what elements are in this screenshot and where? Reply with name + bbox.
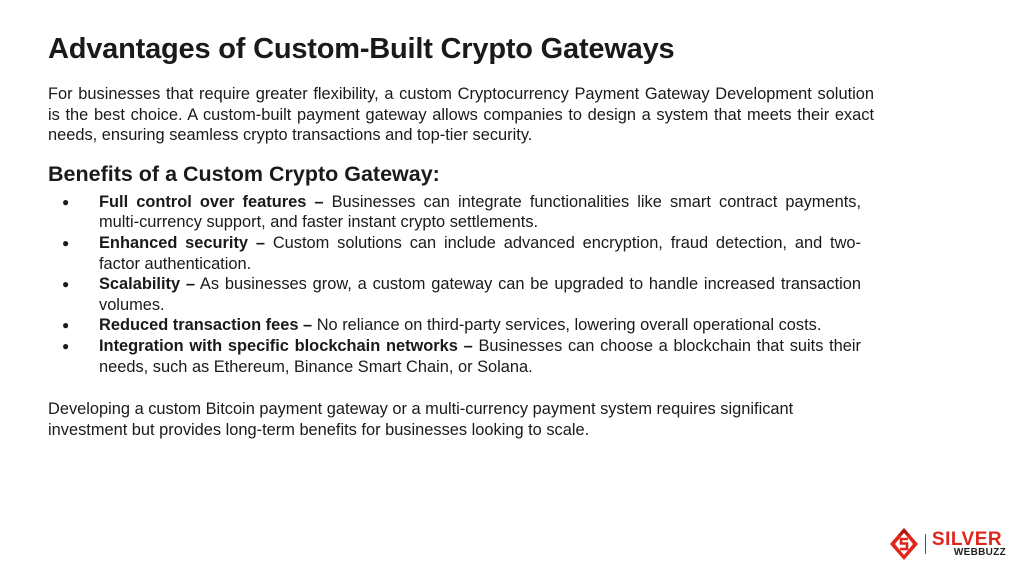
benefit-text: Businesses can choose a blockchain that …	[99, 336, 861, 376]
logo-divider	[924, 534, 926, 554]
benefits-list: ● Full control over features – Businesse…	[48, 192, 861, 377]
list-item: ● Full control over features – Businesse…	[48, 192, 861, 233]
benefit-label: Reduced transaction fees –	[99, 316, 313, 335]
bullet-icon: ●	[62, 235, 70, 250]
bullet-icon: ●	[62, 318, 70, 333]
logo-word-silver: SILVER	[931, 529, 1003, 550]
benefit-text: Custom solutions can include advanced en…	[99, 233, 861, 273]
bullet-icon: ●	[62, 338, 70, 353]
logo-word-webbuzz: WEBBUZZ	[953, 547, 1006, 558]
benefit-label: Scalability –	[99, 275, 196, 294]
intro-paragraph: For businesses that require greater flex…	[48, 85, 874, 145]
benefit-text: Businesses can integrate functionalities…	[99, 192, 861, 232]
benefit-text: No reliance on third-party services, low…	[312, 316, 822, 335]
benefit-text: As businesses grow, a custom gateway can…	[99, 275, 861, 314]
list-item: ● Scalability – As businesses grow, a cu…	[48, 274, 861, 315]
slide-content: Advantages of Custom-Built Crypto Gatewa…	[48, 30, 874, 440]
page-title: Advantages of Custom-Built Crypto Gatewa…	[48, 33, 675, 65]
benefits-heading: Benefits of a Custom Crypto Gateway:	[48, 161, 440, 186]
list-item: ● Reduced transaction fees – No reliance…	[48, 315, 861, 336]
benefit-label: Integration with specific blockchain net…	[99, 336, 473, 355]
list-item: ● Enhanced security – Custom solutions c…	[48, 233, 861, 274]
bullet-icon: ●	[62, 194, 70, 209]
closing-paragraph: Developing a custom Bitcoin payment gate…	[48, 400, 794, 439]
benefit-label: Full control over features –	[99, 192, 324, 211]
diamond-s-icon	[889, 528, 918, 560]
bullet-icon: ●	[62, 277, 70, 292]
benefit-label: Enhanced security –	[99, 233, 265, 252]
company-logo: SILVER WEBBUZZ	[889, 526, 1006, 562]
logo-wordmark: SILVER WEBBUZZ	[932, 530, 1006, 558]
list-item: ● Integration with specific blockchain n…	[48, 336, 861, 377]
